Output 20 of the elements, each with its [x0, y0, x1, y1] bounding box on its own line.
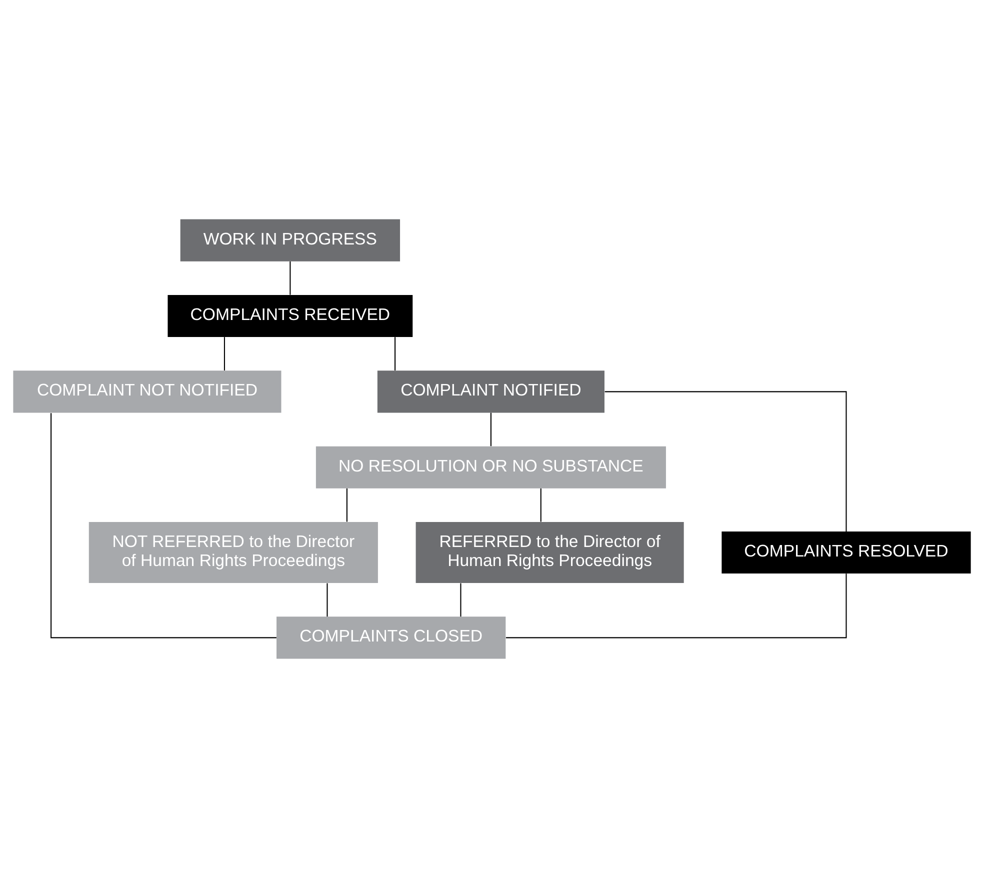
connector [223, 337, 225, 370]
connector [394, 337, 396, 370]
node-box: COMPLAINT NOTIFIED [376, 370, 604, 413]
node-box: COMPLAINTS CLOSED [276, 616, 506, 659]
connector [540, 488, 541, 522]
connector [326, 583, 328, 617]
node-box: NO RESOLUTION OR NO SUBSTANCE [315, 446, 666, 488]
connector [50, 413, 276, 638]
connector [505, 574, 846, 638]
connector [490, 412, 491, 446]
node-box: NOT REFERRED to the Director of Human Rights Proceedings [88, 522, 378, 583]
connector [460, 583, 461, 617]
node-box: COMPLAINTS RECEIVED [167, 295, 412, 338]
connector [289, 261, 290, 295]
connector [604, 391, 846, 532]
connector [346, 488, 347, 522]
node-box: COMPLAINTS RESOLVED [721, 532, 970, 574]
node-box: REFERRED to the Director of Human Rights Proceedings [415, 522, 684, 583]
node-box: WORK IN PROGRESS [180, 219, 400, 262]
node-box: COMPLAINT NOT NOTIFIED [12, 370, 281, 413]
